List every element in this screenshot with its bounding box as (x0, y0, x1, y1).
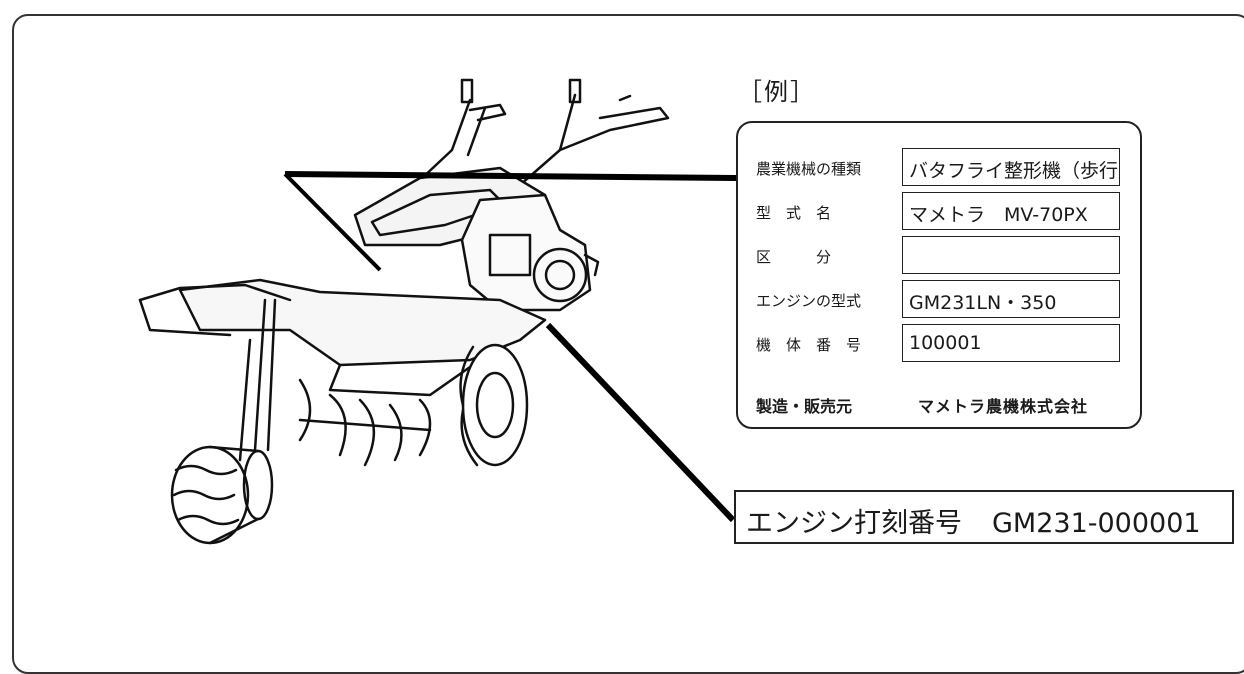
plate-row: 区 分 (738, 236, 1140, 274)
plate-row: 農業機械の種類 バタフライ整形機（歩行型） (738, 148, 1140, 186)
plate-row: エンジンの型式 GM231LN・350 (738, 280, 1140, 318)
row-label: 農業機械の種類 (756, 160, 862, 178)
row-label: 機 体 番 号 (756, 336, 862, 354)
nameplate: 農業機械の種類 バタフライ整形機（歩行型） 型 式 名 マメトラ MV-70PX… (736, 121, 1142, 429)
engine-stamp-label: エンジン打刻番号 (746, 508, 962, 539)
row-label: 区 分 (756, 248, 832, 266)
row-value: マメトラ MV-70PX (902, 192, 1120, 230)
tiller-illustration (138, 78, 737, 545)
row-label: エンジンの型式 (756, 292, 862, 310)
engine-stamp-number: GM231-000001 (992, 508, 1201, 539)
row-value: GM231LN・350 (902, 280, 1120, 318)
row-value (902, 236, 1120, 274)
maker-name: マメトラ農機株式会社 (918, 397, 1089, 416)
row-value: バタフライ整形機（歩行型） (902, 148, 1120, 186)
row-label: 型 式 名 (756, 204, 832, 222)
example-label: ［例］ (738, 78, 816, 106)
row-value: 100001 (902, 324, 1120, 362)
plate-row: 型 式 名 マメトラ MV-70PX (738, 192, 1140, 230)
maker-label: 製造・販売元 (756, 397, 853, 416)
plate-row: 機 体 番 号 100001 (738, 324, 1140, 362)
engine-stamp-box: エンジン打刻番号 GM231-000001 (734, 490, 1234, 544)
